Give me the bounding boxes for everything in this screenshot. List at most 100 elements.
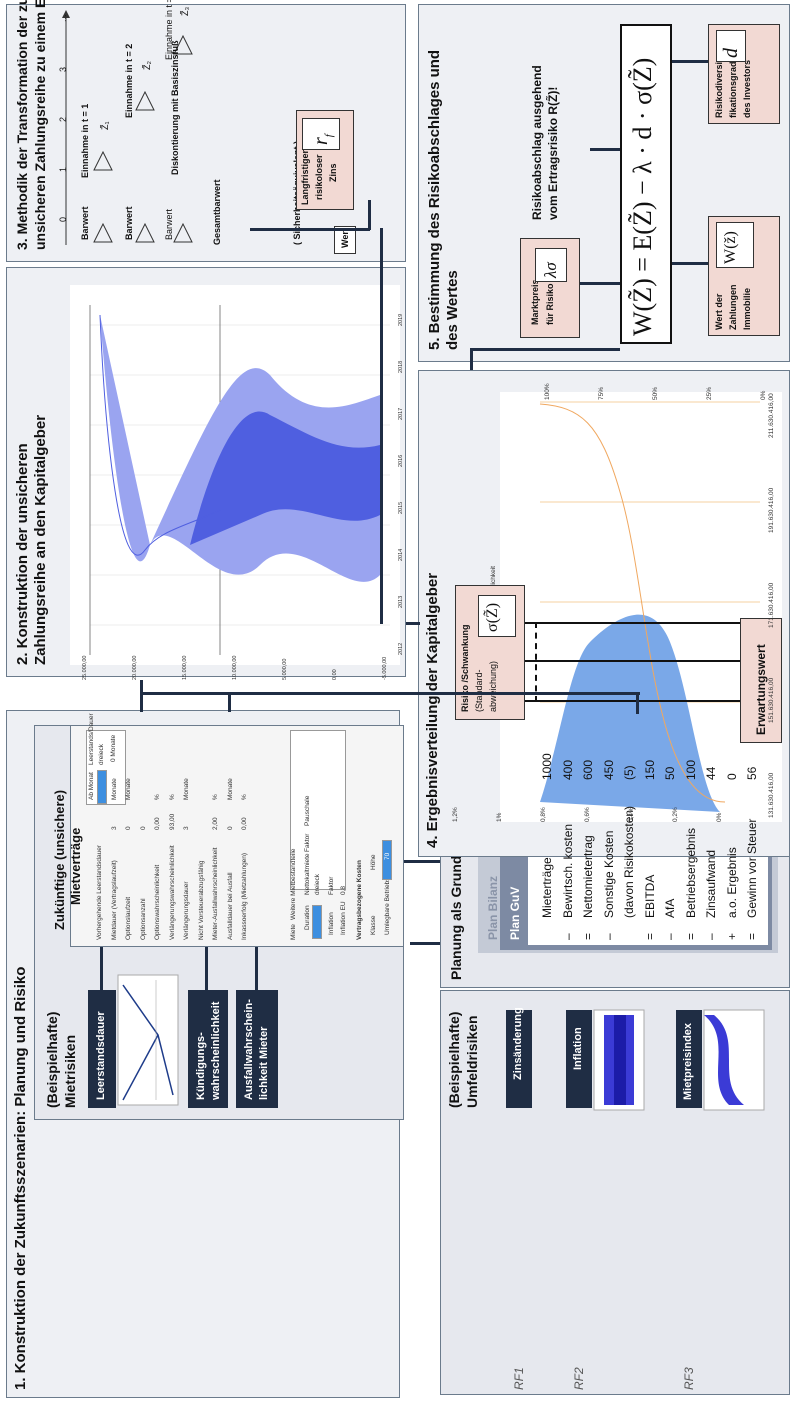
sigma-symbol: σ(Z̃) (484, 602, 501, 632)
guv-label: AfA (663, 898, 677, 918)
section2-x-tick: 2018 (398, 360, 404, 373)
arrow-zins-v (368, 200, 371, 230)
sigma-box (478, 595, 516, 637)
section3-tick: 3 (58, 66, 68, 72)
section2-y-tick: 20.000,00 (132, 655, 138, 680)
section4-y-tick: 1,2% (452, 807, 459, 822)
section2-title-l1: 2. Konstruktion der unsicheren (14, 443, 31, 665)
guv-value: 56 (745, 766, 759, 780)
rf3-box (676, 1010, 702, 1108)
form-value[interactable]: 0,00 (154, 817, 161, 830)
tab-weitere[interactable]: Weitere Mietbestandteile (290, 848, 297, 920)
formula-box (620, 24, 672, 344)
rf3-label: Mietpreisindex (682, 1022, 694, 1100)
arrow-kuendigung (205, 930, 208, 992)
plan-bilanz-label: Plan Bilanz (486, 875, 500, 940)
rf-symbol-box (302, 118, 340, 150)
betriebskosten-value-cell[interactable] (382, 840, 392, 880)
section2-x-tick: 2014 (398, 548, 404, 561)
risiko-l2: (Standard- (474, 669, 484, 712)
form-label: Verlängerungswahrscheinlichkeit (168, 845, 176, 940)
table-header-ab-monat: Ab Monat (88, 772, 95, 800)
section3-tick: 1 (58, 166, 68, 172)
section3-title-l1: 3. Methodik der Transformation der zukün… (14, 0, 30, 250)
guv-op: – (704, 933, 718, 940)
form-value[interactable]: 3 (110, 826, 118, 830)
faktor-label: Faktor (328, 876, 335, 895)
faktor-value[interactable]: 0,8 (340, 885, 347, 895)
form-value[interactable]: 0 (125, 826, 132, 830)
cost-selected[interactable] (312, 905, 322, 939)
lambda-box (535, 248, 567, 282)
guv-op: = (745, 932, 759, 940)
einnahme2-triangle (135, 90, 155, 111)
form-value[interactable]: 93,00 (168, 813, 176, 830)
rf2-tag: RF2 (572, 1367, 586, 1390)
guv-value: (5) (622, 765, 636, 780)
gesamtbarwert: Gesamtbarwert (212, 179, 222, 245)
guv-value: 600 (581, 759, 595, 780)
arrow-leerstand (100, 930, 103, 992)
form-value[interactable]: 3 (183, 826, 190, 830)
section5-title-l1: 5. Bestimmung des Risikoabschlages und (426, 49, 443, 350)
umfeld-title-l2: Umfeldrisiken (464, 1015, 480, 1108)
risikodiv-l3: des Investors (742, 59, 752, 118)
section2-y-tick: 10.000,00 (232, 655, 238, 680)
flow-umfeld-planung (410, 942, 440, 945)
form-unit: Monate (183, 778, 190, 800)
risiko-l1: Risiko /Schwankung (460, 624, 470, 712)
marktpreis-l2: für Risiko (545, 283, 555, 325)
barwert2: Barwert (124, 206, 134, 240)
form-label: Optionsanzahl (139, 898, 147, 940)
wz-box (716, 222, 754, 268)
guv-op: = (581, 932, 595, 940)
section2-fan-chart (89, 305, 390, 655)
einnahme1: Einnahme in t = 1 (80, 103, 90, 178)
guv-label: EBITDA (642, 874, 657, 918)
flow-s1-bottom-h (140, 692, 640, 695)
sigma-line-2 (525, 700, 760, 702)
form-unit: % (212, 794, 219, 800)
guv-label: Nettomietertrag (581, 835, 595, 918)
table-selected-cell[interactable] (97, 770, 107, 804)
hoehe-label: Höhe (370, 854, 377, 870)
form-value[interactable]: 0,00 (241, 817, 248, 830)
wert-label: Wert (340, 228, 350, 248)
risikodiv-l1: Risikodiversi- (714, 58, 724, 118)
inflation-value[interactable]: Inflation EU (340, 901, 347, 935)
section3-title-l2: unsicheren Zahlungsreihe zu einem Ergebn… (32, 0, 48, 250)
z1-label: Z̃₁ (100, 121, 110, 130)
form-value[interactable]: 0 (139, 826, 147, 830)
rf3-tag: RF3 (682, 1367, 696, 1390)
section3-tick: 2 (58, 116, 68, 122)
inflation-label: Inflation (328, 912, 335, 935)
cost-pauschale: Pauschale (304, 795, 311, 826)
zins-l2: risikoloser (314, 154, 324, 200)
section4-y-tick: 1% (496, 812, 503, 822)
section1-title: 1. Konstruktion der Zukunftsszenarien: P… (12, 966, 29, 1390)
form-label: Mieter-Ausfallwahrscheinlichkeit (212, 847, 219, 940)
form-value[interactable]: 0 (226, 826, 234, 830)
vertraege-title-l1: Zukünftige (unsichere) (52, 789, 67, 930)
arrow-lambda (580, 282, 620, 285)
arrow-wz (672, 262, 708, 265)
cost-table (290, 730, 346, 890)
erwartung-box (740, 618, 782, 743)
section2-y-tick: 0,00 (332, 669, 338, 680)
tab-miete[interactable]: Miete (290, 924, 297, 940)
form-unit: % (241, 794, 248, 800)
guv-op: = (642, 932, 657, 940)
form-unit: % (154, 794, 161, 800)
section4-x-tick: 171.630.416,00 (768, 582, 775, 628)
cost-nettokaltmiete: Nettokaltmiete (304, 853, 311, 895)
guv-value: 400 (560, 759, 575, 780)
risiko-l3: abweichung) (488, 660, 498, 712)
form-label: Vorhergehende Leerstandsdauer (96, 844, 103, 940)
umfeld-title-l1: (Beispielhafte) (446, 1011, 462, 1108)
form-value[interactable]: 2,00 (212, 817, 219, 830)
guv-op: – (601, 933, 616, 940)
z3-label: Z̃₃ (180, 6, 190, 16)
section4-x-tick: 151.630.416,00 (768, 677, 775, 723)
cost-faktor: Faktor (304, 833, 311, 852)
rf1-box (506, 1010, 532, 1108)
